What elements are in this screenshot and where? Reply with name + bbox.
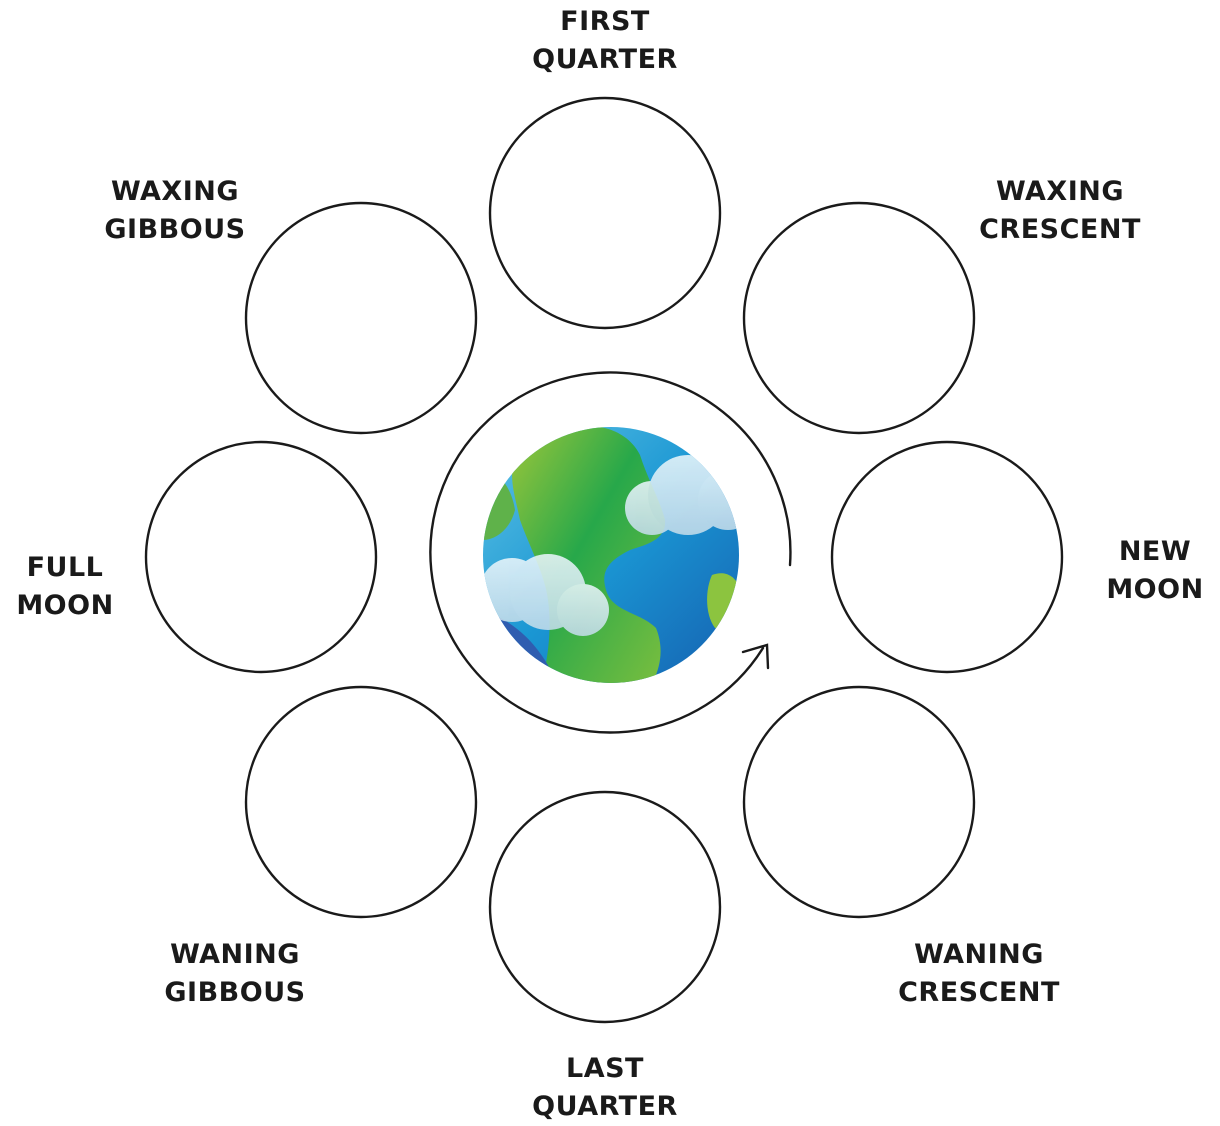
moon-circle-waning-gibbous	[246, 687, 476, 917]
moon-circle-first-quarter	[490, 98, 720, 328]
earth-globe-icon	[480, 426, 758, 690]
moon-circle-last-quarter	[490, 792, 720, 1022]
moon-circle-new-moon	[832, 442, 1062, 672]
moon-circle-waxing-gibbous	[246, 203, 476, 433]
moon-circle-full-moon	[146, 442, 376, 672]
moon-circle-waxing-crescent	[744, 203, 974, 433]
moon-circle-waning-crescent	[744, 687, 974, 917]
